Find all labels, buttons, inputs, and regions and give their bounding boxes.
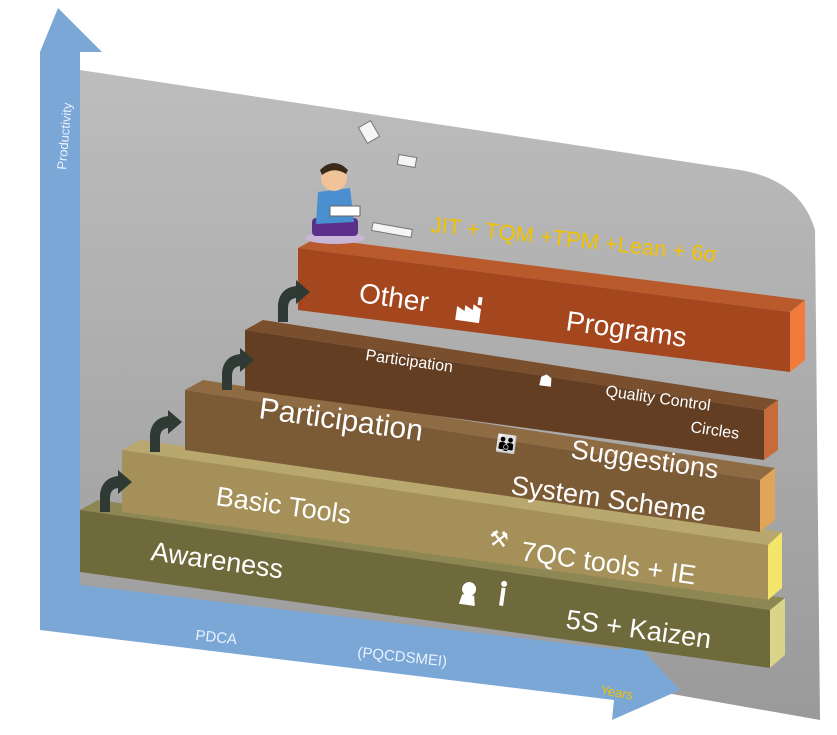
step-arrow-1 bbox=[100, 470, 132, 512]
step-arrow-2 bbox=[150, 410, 182, 452]
productivity-axis-arrow bbox=[40, 8, 102, 620]
step-other-programs: Other Programs bbox=[298, 238, 805, 372]
years-axis-arrow bbox=[40, 585, 680, 720]
step-arrows bbox=[100, 280, 310, 512]
step-basic-tools: Basic Tools 7QC tools + IE ⚒ bbox=[122, 440, 782, 600]
step-suggestions: Participation Suggestions System Scheme … bbox=[185, 380, 775, 532]
step-arrow-4 bbox=[278, 280, 310, 322]
tools-icon: ⚒ bbox=[487, 525, 510, 553]
y-axis-label: Productivity bbox=[54, 102, 75, 171]
factory-icon bbox=[455, 296, 483, 324]
step-quality-circles: Participation Quality Control Circles ☗ bbox=[245, 320, 778, 460]
x-axis-label: Years bbox=[599, 682, 634, 703]
person-reading-icon bbox=[305, 163, 413, 244]
flying-papers-icon bbox=[357, 120, 418, 169]
group-icon: ☗ bbox=[537, 372, 554, 391]
person-speaking-icon bbox=[458, 580, 508, 607]
pdca-label: PDCA bbox=[195, 627, 238, 648]
step-quality-circles-right-label-2: Circles bbox=[689, 419, 740, 443]
people-icon: 👪 bbox=[494, 432, 518, 455]
step-arrow-3 bbox=[222, 348, 254, 390]
